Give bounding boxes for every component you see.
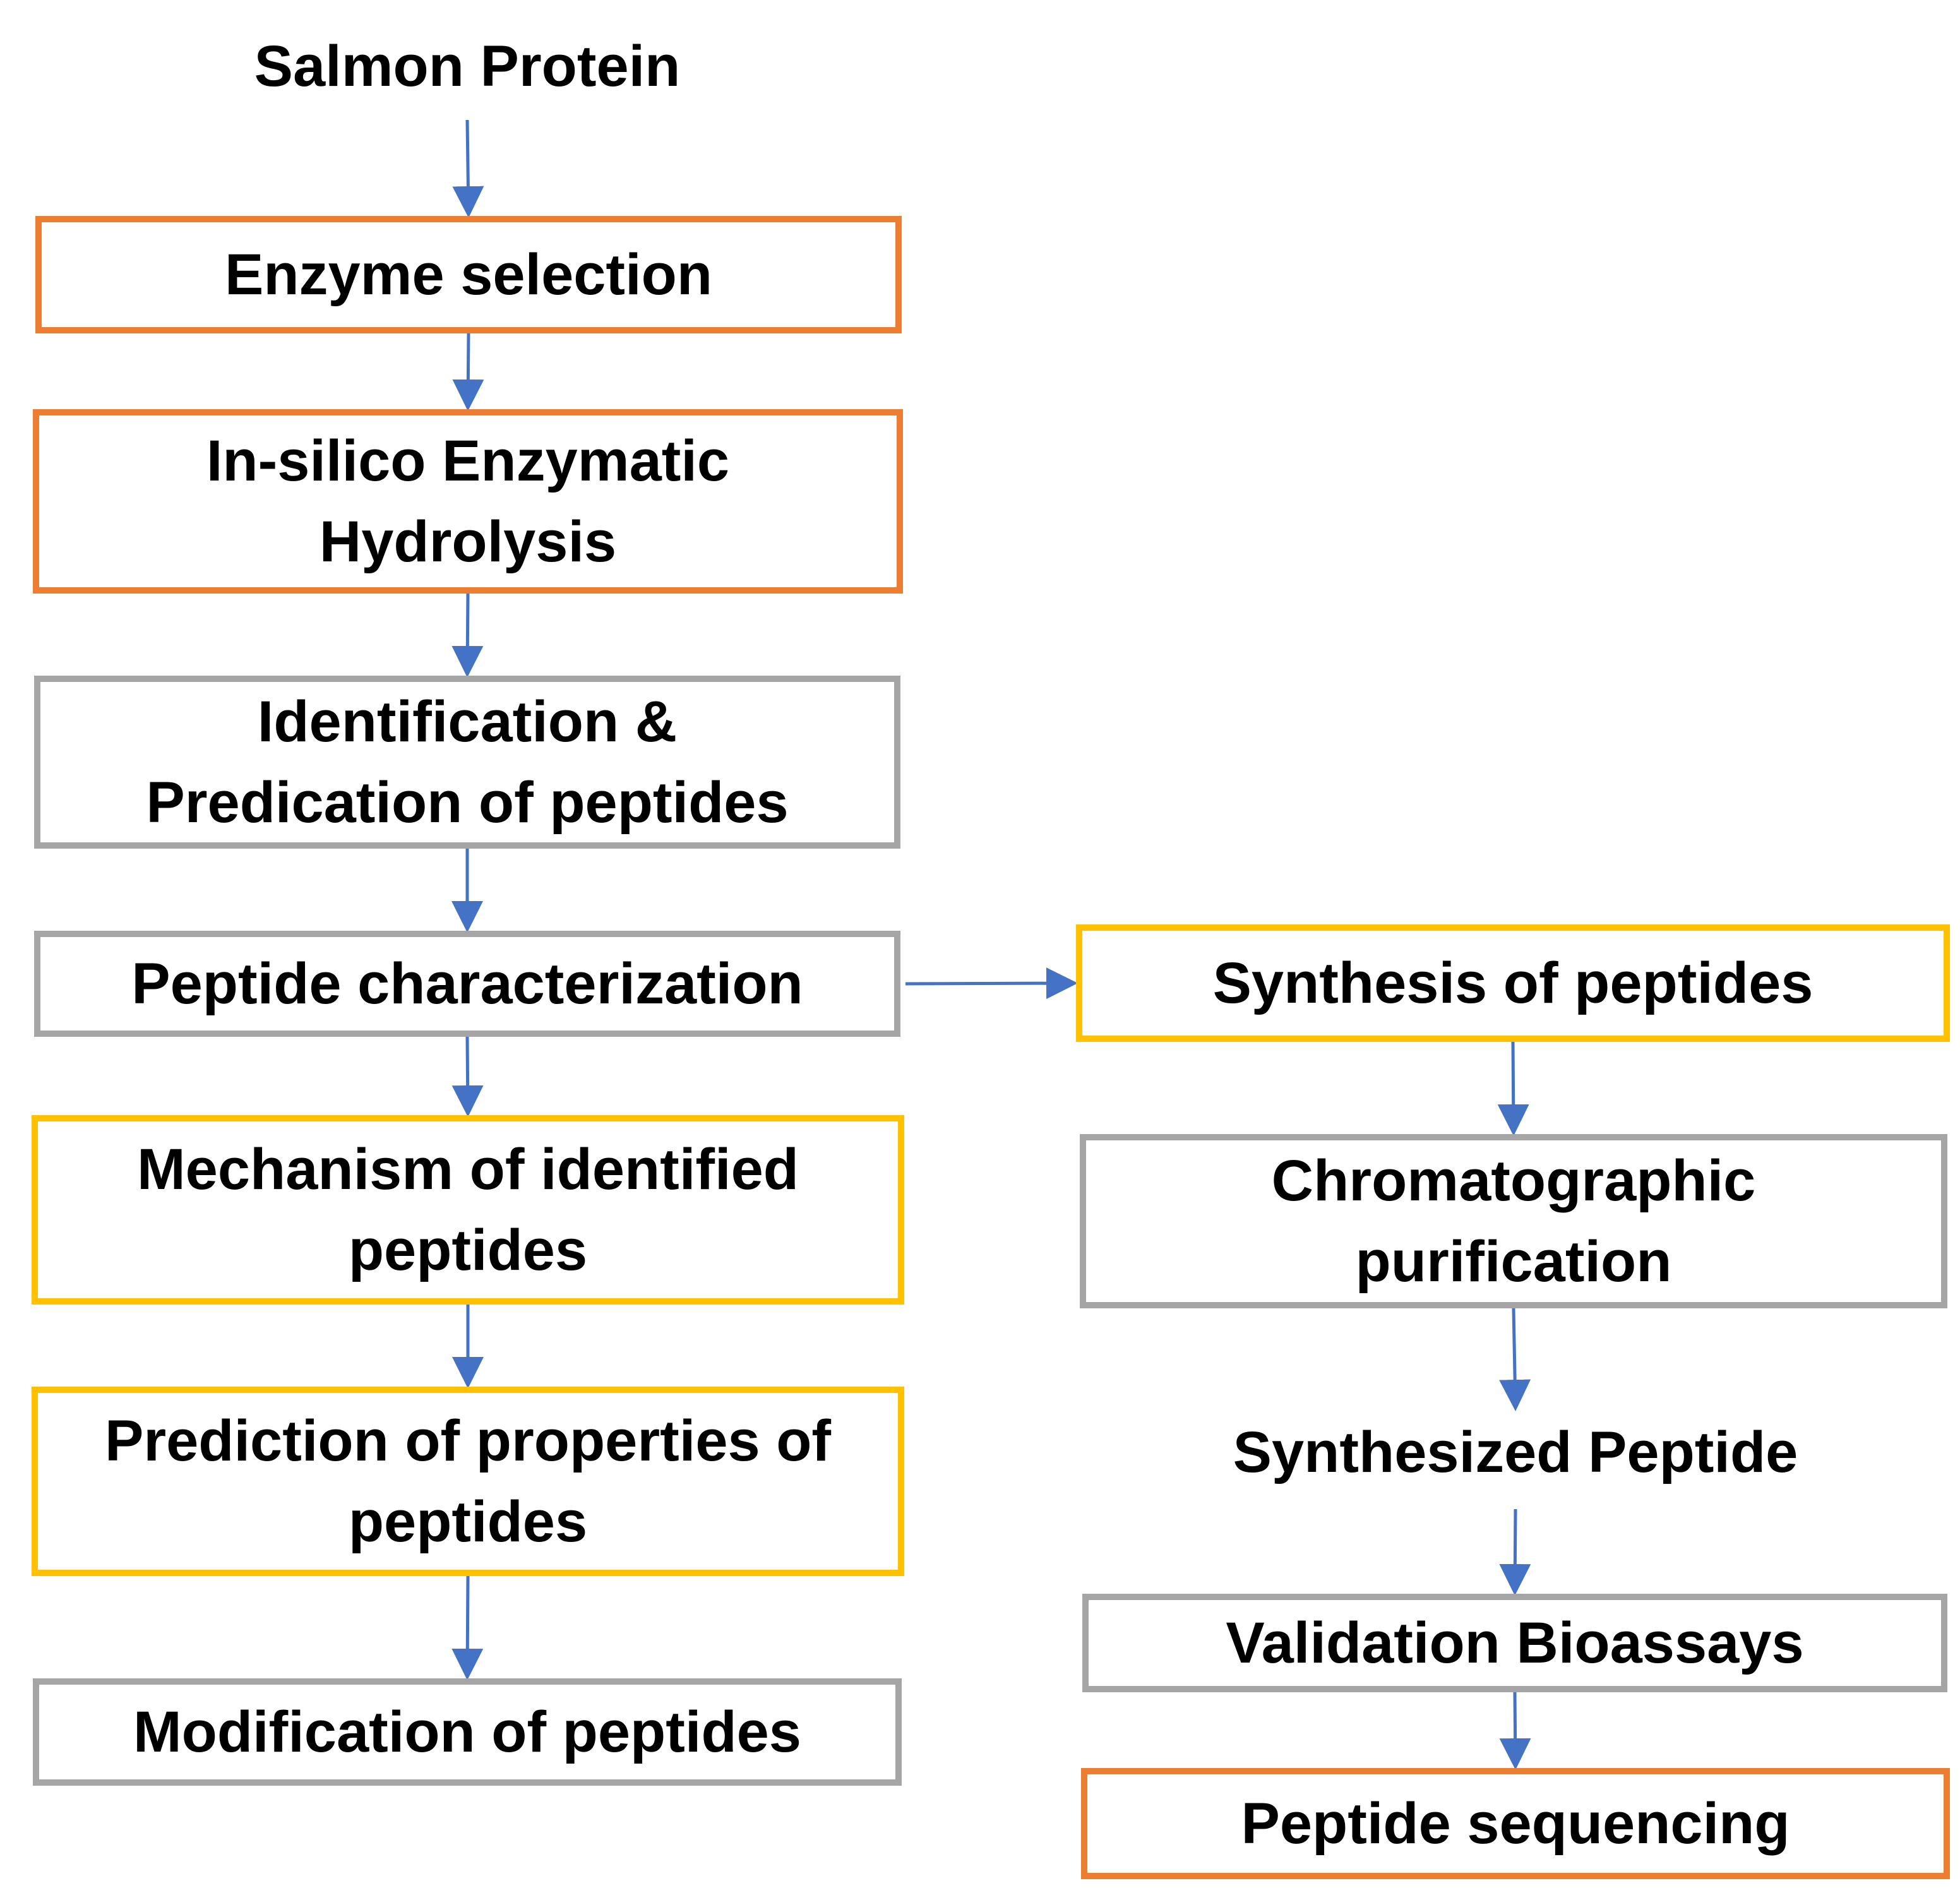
modification-text: Modification of peptides — [133, 1700, 801, 1764]
identification-prediction-line-1: Identification & — [257, 690, 678, 754]
prediction-properties-box: Prediction of properties of peptides — [32, 1387, 904, 1576]
arrow-salmon-protein-to-enzyme-selection — [452, 119, 484, 218]
arrow-peptide-characterization-to-synthesis — [905, 967, 1078, 1000]
salmon-protein-text: Salmon Protein — [254, 34, 681, 99]
chromatographic-line-1: Chromatographic — [1271, 1149, 1756, 1213]
validation-text: Validation Bioassays — [1226, 1611, 1804, 1675]
sequencing-text: Peptide sequencing — [1241, 1791, 1790, 1856]
synthesized-peptide-text: Synthesized Peptide — [1233, 1420, 1798, 1485]
validation-box: Validation Bioassays — [1082, 1594, 1947, 1692]
mechanism-box: Mechanism of identified peptides — [32, 1115, 904, 1305]
synthesis-text: Synthesis of peptides — [1212, 951, 1814, 1015]
in-silico-hydrolysis-line-1: In-silico Enzymatic — [206, 429, 730, 493]
arrow-in-silico-hydrolysis-to-identification-prediction — [451, 593, 484, 678]
modification-box: Modification of peptides — [33, 1678, 902, 1786]
chromatographic-box: Chromatographic purification — [1080, 1134, 1947, 1308]
identification-prediction-box: Identification & Predication of peptides — [34, 676, 900, 849]
arrow-peptide-characterization-to-mechanism — [451, 1036, 484, 1117]
enzyme-selection-text: Enzyme selection — [224, 242, 713, 307]
prediction-properties-line-1: Prediction of properties of — [104, 1409, 832, 1473]
arrow-synthesis-to-chromatographic — [1497, 1041, 1529, 1136]
sequencing-box: Peptide sequencing — [1081, 1768, 1950, 1879]
mechanism-line-1: Mechanism of identified — [137, 1137, 799, 1202]
edge-group — [451, 119, 1531, 1770]
in-silico-hydrolysis-box: In-silico Enzymatic Hydrolysis — [33, 409, 903, 594]
prediction-properties-line-2: peptides — [348, 1490, 588, 1554]
peptide-characterization-box: Peptide characterization — [34, 931, 900, 1037]
in-silico-hydrolysis-line-2: Hydrolysis — [319, 510, 617, 574]
identification-prediction-line-2: Predication of peptides — [146, 770, 789, 835]
synthesis-box: Synthesis of peptides — [1076, 924, 1950, 1042]
arrow-chromatographic-to-synthesized-peptide — [1499, 1308, 1531, 1411]
mechanism-line-2: peptides — [348, 1218, 588, 1282]
salmon-protein-label: Salmon Protein — [152, 19, 783, 114]
chromatographic-line-2: purification — [1355, 1229, 1672, 1294]
arrow-prediction-properties-to-modification — [451, 1575, 484, 1680]
synthesized-peptide-label: Synthesized Peptide — [1124, 1402, 1907, 1503]
peptide-characterization-text: Peptide characterization — [131, 952, 803, 1016]
arrow-enzyme-selection-to-in-silico-hydrolysis — [452, 333, 484, 411]
enzyme-selection-box: Enzyme selection — [35, 216, 902, 333]
